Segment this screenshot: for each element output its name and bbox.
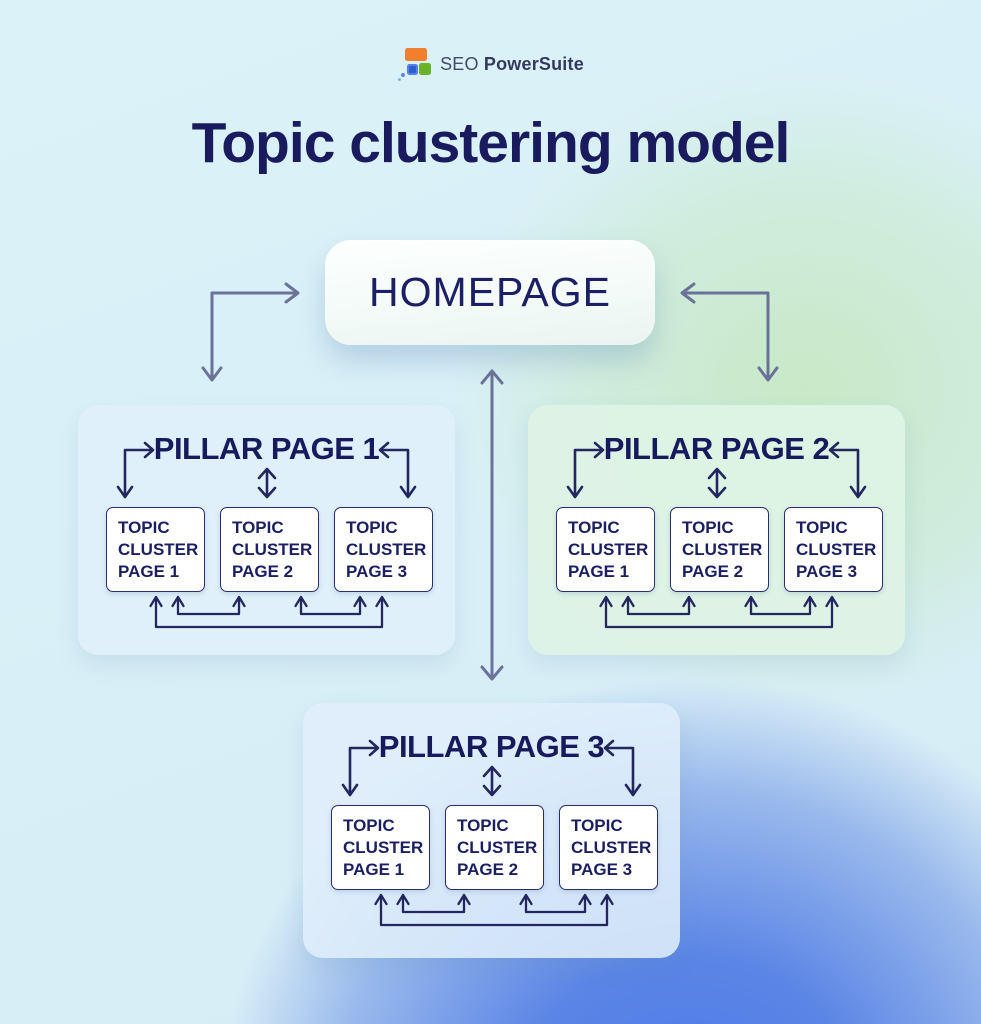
arrow-pillar-to-box2 xyxy=(482,765,501,797)
box-line: PAGE 1 xyxy=(568,561,630,581)
topic-cluster-box-3: TOPIC CLUSTER PAGE 3 xyxy=(559,805,658,890)
pillar-title: PILLAR PAGE 2 xyxy=(603,431,830,466)
topic-cluster-row: TOPIC CLUSTER PAGE 1 TOPIC CLUSTER PAGE … xyxy=(106,507,433,592)
arrow-pillar-to-box1 xyxy=(341,739,380,797)
box-line: CLUSTER xyxy=(571,837,652,857)
box-line: PAGE 1 xyxy=(343,859,405,879)
box-line: CLUSTER xyxy=(796,539,877,559)
box-line: PAGE 2 xyxy=(232,561,294,581)
box-line: CLUSTER xyxy=(682,539,763,559)
box-line: PAGE 3 xyxy=(796,561,858,581)
box-line: PAGE 3 xyxy=(346,561,408,581)
arrow-pillar-to-box1 xyxy=(566,441,605,499)
box-line: CLUSTER xyxy=(232,539,313,559)
cluster-interlink-arrows xyxy=(599,595,839,629)
pillar-panel-3: PILLAR PAGE 3 TOPIC CLUSTER PAGE 1 TOPIC… xyxy=(303,703,680,958)
pillar-title: PILLAR PAGE 1 xyxy=(153,431,380,466)
arrow-pillar-to-box1 xyxy=(116,441,155,499)
box-line: TOPIC xyxy=(568,518,620,537)
topic-cluster-box-3: TOPIC CLUSTER PAGE 3 xyxy=(784,507,883,592)
arrow-homepage-to-pillar3 xyxy=(480,369,504,681)
topic-cluster-box-1: TOPIC CLUSTER PAGE 1 xyxy=(331,805,430,890)
page-title: Topic clustering model xyxy=(191,111,791,175)
box-line: CLUSTER xyxy=(343,837,424,857)
box-line: PAGE 2 xyxy=(682,561,744,581)
arrow-pillar-to-box3 xyxy=(603,739,642,797)
topic-cluster-box-2: TOPIC CLUSTER PAGE 2 xyxy=(670,507,769,592)
homepage-node: HOMEPAGE xyxy=(325,240,655,345)
box-line: TOPIC xyxy=(571,816,623,835)
box-line: PAGE 1 xyxy=(118,561,180,581)
seo-powersuite-logo-icon xyxy=(398,48,432,81)
box-line: TOPIC xyxy=(682,518,734,537)
brand-name: SEO PowerSuite xyxy=(440,54,584,75)
arrow-homepage-to-pillar1 xyxy=(201,282,300,382)
topic-cluster-box-2: TOPIC CLUSTER PAGE 2 xyxy=(445,805,544,890)
box-line: CLUSTER xyxy=(346,539,427,559)
box-line: TOPIC xyxy=(232,518,284,537)
box-line: PAGE 3 xyxy=(571,859,633,879)
box-line: CLUSTER xyxy=(457,837,538,857)
topic-cluster-row: TOPIC CLUSTER PAGE 1 TOPIC CLUSTER PAGE … xyxy=(331,805,658,890)
arrow-pillar-to-box2 xyxy=(257,467,276,499)
cluster-interlink-arrows xyxy=(374,893,614,927)
topic-cluster-box-2: TOPIC CLUSTER PAGE 2 xyxy=(220,507,319,592)
topic-cluster-box-3: TOPIC CLUSTER PAGE 3 xyxy=(334,507,433,592)
box-line: TOPIC xyxy=(796,518,848,537)
topic-cluster-box-1: TOPIC CLUSTER PAGE 1 xyxy=(106,507,205,592)
brand-name-seo: SEO xyxy=(440,53,479,74)
cluster-interlink-arrows xyxy=(149,595,389,629)
box-line: TOPIC xyxy=(457,816,509,835)
box-line: PAGE 2 xyxy=(457,859,519,879)
box-line: CLUSTER xyxy=(568,539,649,559)
box-line: TOPIC xyxy=(346,518,398,537)
topic-cluster-row: TOPIC CLUSTER PAGE 1 TOPIC CLUSTER PAGE … xyxy=(556,507,883,592)
brand-name-powersuite: PowerSuite xyxy=(483,53,584,74)
pillar-panel-2: PILLAR PAGE 2 TOPIC CLUSTER PAGE 1 TOPIC… xyxy=(528,405,905,655)
topic-cluster-box-1: TOPIC CLUSTER PAGE 1 xyxy=(556,507,655,592)
box-line: TOPIC xyxy=(118,518,170,537)
pillar-title: PILLAR PAGE 3 xyxy=(378,729,605,764)
brand-logo: SEO PowerSuite xyxy=(0,46,981,82)
homepage-label: HOMEPAGE xyxy=(369,269,611,315)
arrow-homepage-to-pillar2 xyxy=(680,282,779,382)
box-line: TOPIC xyxy=(343,816,395,835)
arrow-pillar-to-box3 xyxy=(828,441,867,499)
arrow-pillar-to-box2 xyxy=(707,467,726,499)
box-line: CLUSTER xyxy=(118,539,199,559)
arrow-pillar-to-box3 xyxy=(378,441,417,499)
pillar-panel-1: PILLAR PAGE 1 TOPIC CLUSTER PAGE 1 TOPIC… xyxy=(78,405,455,655)
